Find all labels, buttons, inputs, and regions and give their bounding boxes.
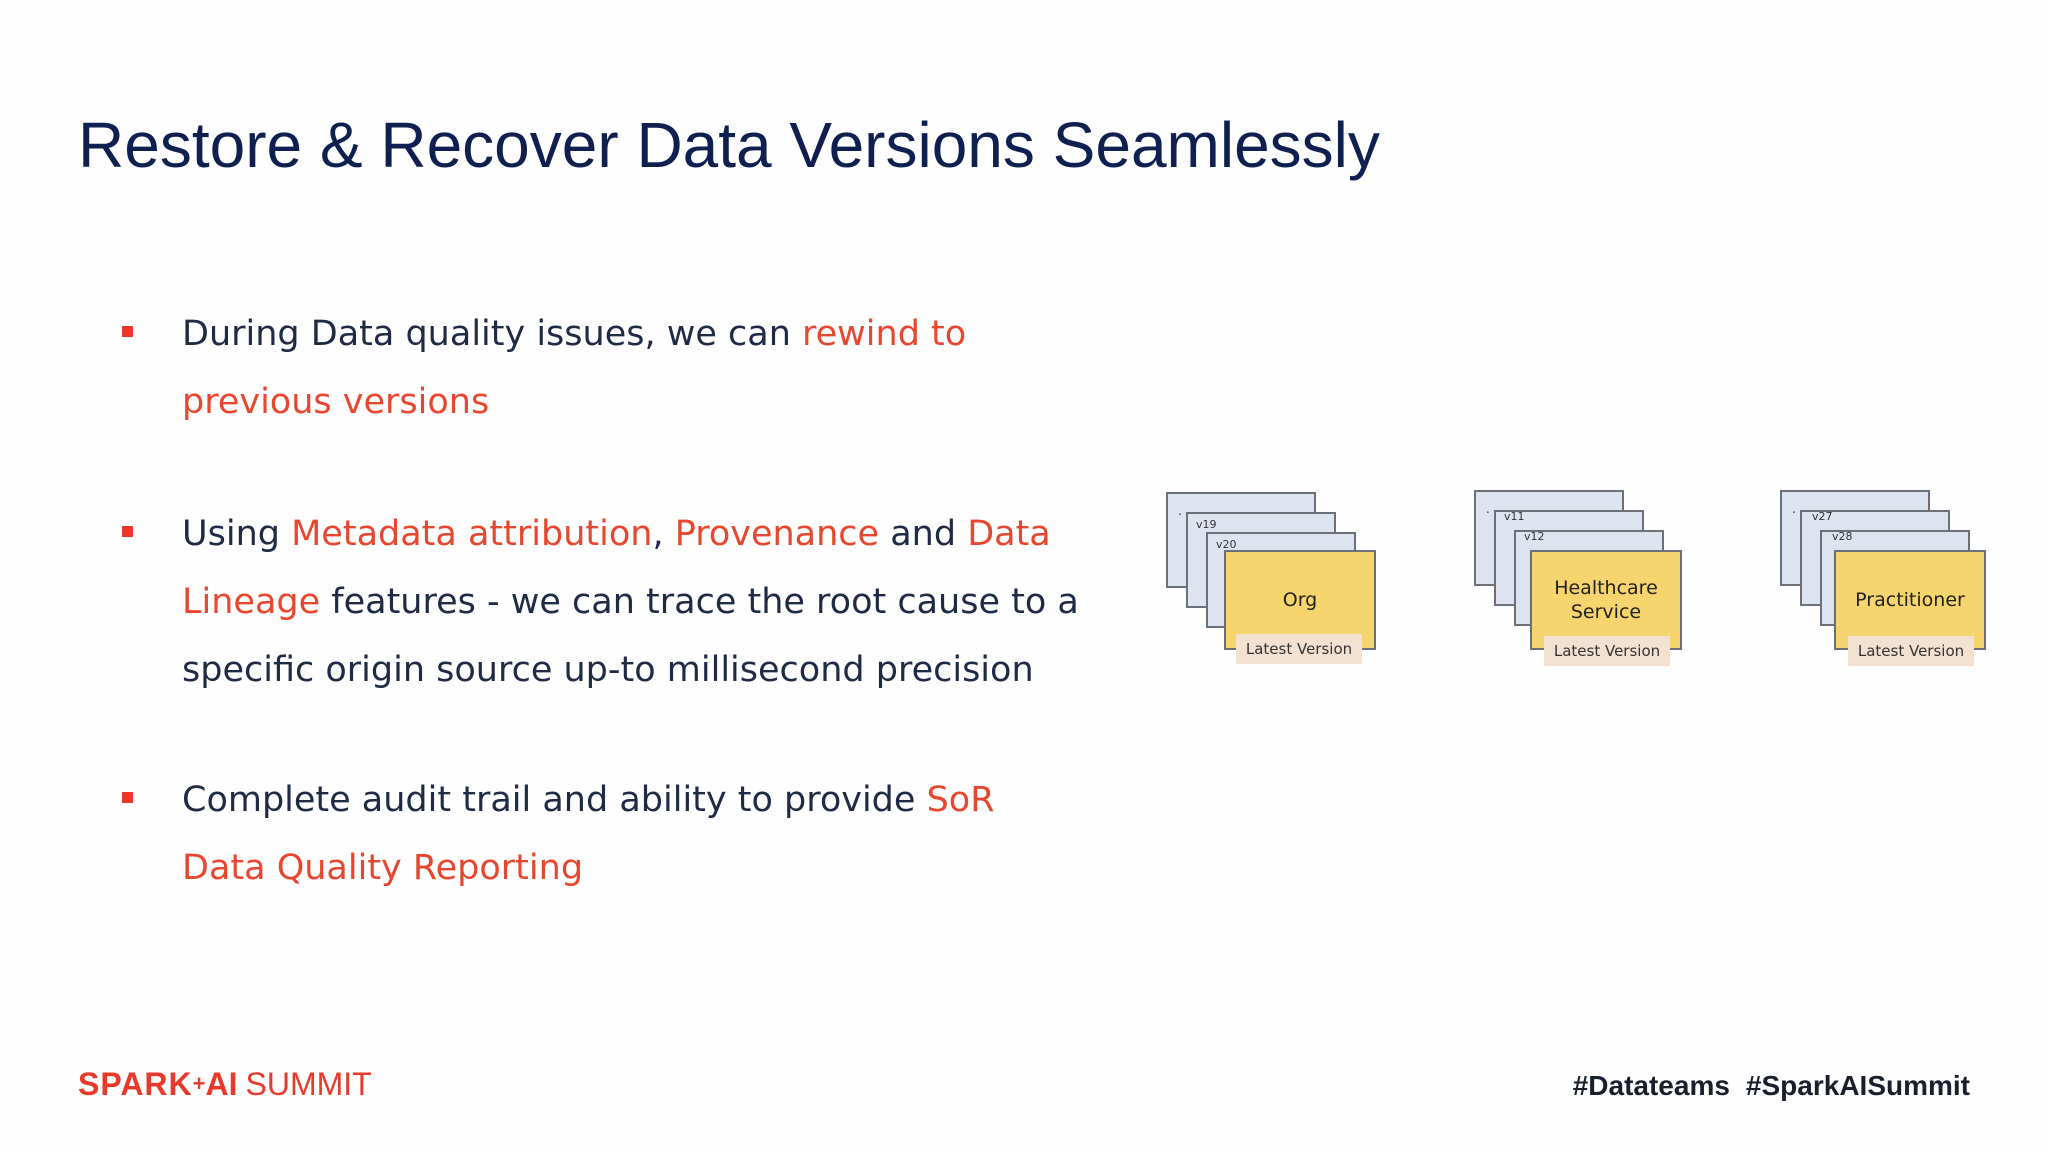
bullet-text-plain: Complete audit trail and ability to prov… xyxy=(182,780,927,820)
logo-ai: AI xyxy=(205,1066,238,1102)
bullet-text-plain: During Data quality issues, we can xyxy=(182,314,803,354)
logo-spark: SPARK xyxy=(78,1066,193,1102)
ellipsis-dot: . xyxy=(1486,502,1490,516)
entity-label: Practitioner xyxy=(1855,589,1965,611)
hashtags: #Datateams #SparkAISummit xyxy=(1573,1070,1970,1102)
version-stack-healthcare-service: . v11 v12 Healthcare Service Latest Vers… xyxy=(1474,490,1704,670)
bullet-text: Using Metadata attribution, Provenance a… xyxy=(182,500,1082,704)
latest-version-tag: Latest Version xyxy=(1236,634,1362,664)
hashtag-datateams: #Datateams xyxy=(1572,1070,1730,1101)
bullet-text-plain: features - we can trace the root cause t… xyxy=(182,582,1079,690)
version-label: v12 xyxy=(1524,530,1545,543)
slide-title: Restore & Recover Data Versions Seamless… xyxy=(78,109,1380,181)
bullet-text: Complete audit trail and ability to prov… xyxy=(182,766,1082,902)
ellipsis-dot: . xyxy=(1792,502,1796,516)
entity-label: Org xyxy=(1282,589,1318,611)
bullet-marker xyxy=(122,526,133,537)
bullet-text-highlight: Data Lineage xyxy=(182,514,1051,622)
version-label: v27 xyxy=(1812,510,1833,523)
latest-version-tag: Latest Version xyxy=(1848,636,1974,666)
bullet-text-highlight: rewind to previous versions xyxy=(182,314,967,422)
entity-label: Healthcare xyxy=(1554,577,1658,599)
version-card-latest: Practitioner xyxy=(1834,550,1986,650)
bullet-text-plain: , xyxy=(652,514,675,554)
latest-version-tag: Latest Version xyxy=(1544,636,1670,666)
bullet-text-highlight: SoR Data Quality Reporting xyxy=(182,780,995,888)
bullet-text-plain: Using xyxy=(182,514,292,554)
version-stack-practitioner: . v27 v28 Practitioner Latest Version xyxy=(1780,490,2010,670)
version-card-latest: Org xyxy=(1224,550,1376,650)
bullet-marker xyxy=(122,326,133,337)
version-label: v28 xyxy=(1832,530,1853,543)
entity-label-line2: Service xyxy=(1570,601,1642,623)
hashtag-sparkaisummit: #SparkAISummit xyxy=(1745,1070,1970,1101)
bullet-text-highlight: Metadata attribution xyxy=(291,514,653,554)
version-label: v11 xyxy=(1504,510,1525,523)
logo-plus: + xyxy=(192,1071,206,1096)
bullet-text-plain: and xyxy=(879,514,968,554)
bullet-text: During Data quality issues, we can rewin… xyxy=(182,300,1082,436)
bullet-marker xyxy=(122,792,133,803)
logo-summit: SUMMIT xyxy=(245,1066,372,1102)
version-card-latest: Healthcare Service xyxy=(1530,550,1682,650)
version-label: v19 xyxy=(1196,518,1217,531)
version-label: v20 xyxy=(1216,538,1237,551)
bullet-text-highlight: Provenance xyxy=(674,514,880,554)
version-stack-org: . v19 v20 Org Latest Version xyxy=(1166,492,1396,672)
ellipsis-dot: . xyxy=(1178,504,1182,518)
